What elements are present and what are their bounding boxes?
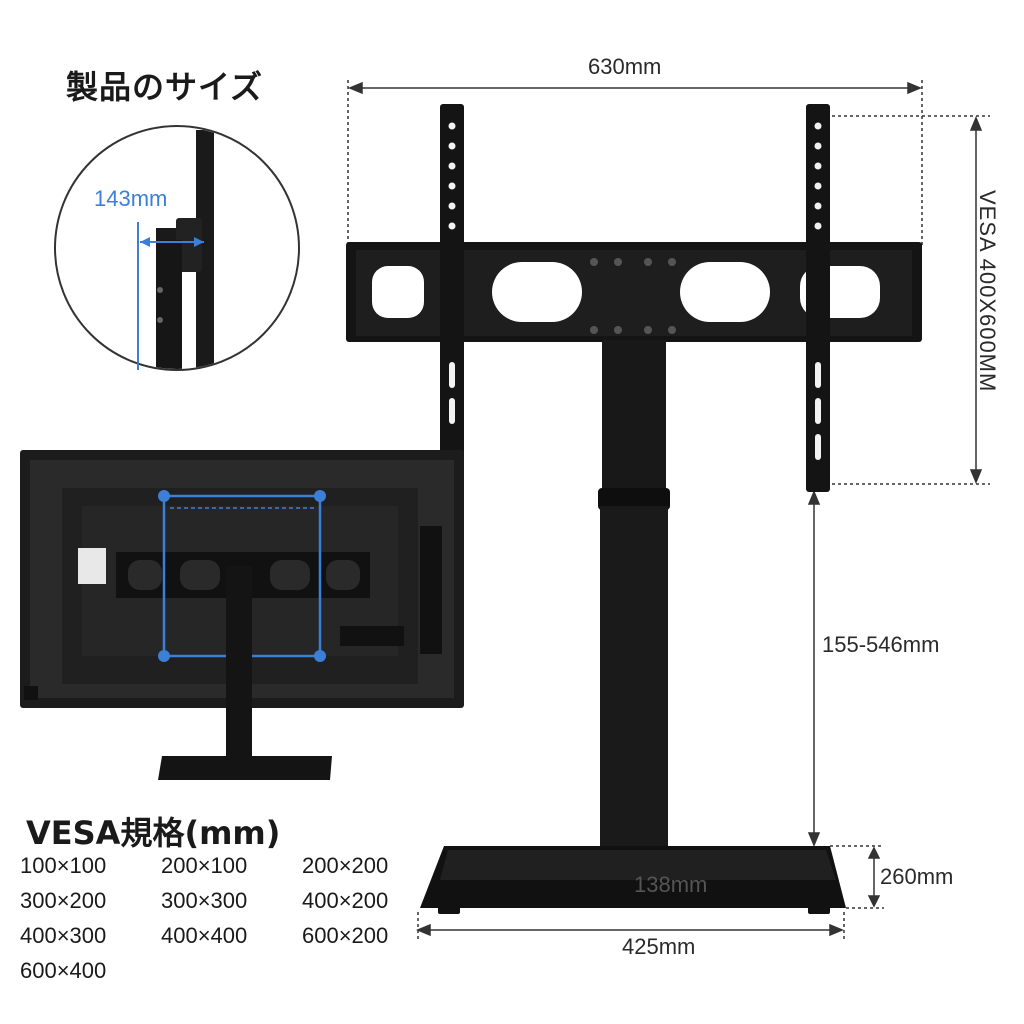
page-title: 製品のサイズ <box>66 68 264 106</box>
width-dimension-line <box>347 80 923 245</box>
vesa-size-item: 200×100 <box>161 853 248 878</box>
base-height-label: 260mm <box>880 864 954 889</box>
vesa-size-list: 100×100 200×100 200×200 300×200 300×300 … <box>20 854 443 983</box>
base-width-dimension <box>416 912 845 940</box>
column-inner-label: 138mm <box>634 872 708 897</box>
vesa-vertical-dimension <box>826 115 990 485</box>
tv-stand <box>346 104 922 914</box>
right-vertical-arm <box>806 104 830 492</box>
height-range-dimension <box>807 490 821 847</box>
tv-back-view <box>20 450 464 780</box>
detail-inset <box>54 125 300 371</box>
left-vertical-arm <box>440 104 464 456</box>
upper-column <box>602 340 666 500</box>
height-range-label: 155-546mm <box>822 632 940 657</box>
detail-gap-label: 143mm <box>94 186 168 211</box>
lower-column <box>600 506 668 852</box>
base-height-dimension <box>830 845 884 909</box>
vesa-size-item: 400×300 <box>20 923 107 948</box>
vesa-size-item: 300×200 <box>20 888 107 913</box>
vesa-size-item: 400×400 <box>161 923 248 948</box>
width-top-label: 630mm <box>588 54 662 79</box>
vesa-size-item: 200×200 <box>302 853 389 878</box>
vesa-size-item: 300×300 <box>161 888 248 913</box>
base-width-label: 425mm <box>622 934 696 959</box>
vesa-size-item: 600×400 <box>20 958 107 983</box>
vesa-standard-title: VESA規格(mm) <box>26 814 281 852</box>
vesa-size-item: 600×200 <box>302 923 389 948</box>
vesa-size-item: 400×200 <box>302 888 389 913</box>
vesa-size-item: 100×100 <box>20 853 107 878</box>
vesa-vertical-label: VESA 400X600MM <box>975 190 1000 393</box>
